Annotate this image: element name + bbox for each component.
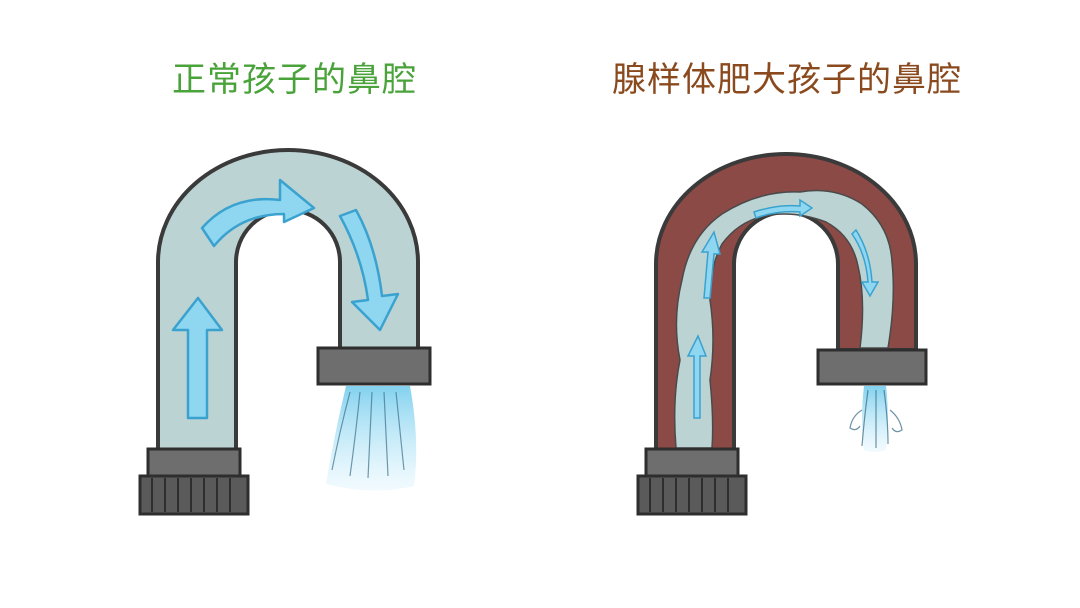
normal-up-arrow xyxy=(171,296,224,420)
adenoid-arrow-right xyxy=(851,228,880,298)
adenoid-arrow-top xyxy=(753,198,814,219)
normal-spray-lines xyxy=(331,391,405,479)
adenoid-arrow-upper xyxy=(700,230,721,299)
normal-nasal-cavity-title: 正常孩子的鼻腔 xyxy=(172,60,417,100)
normal-curve-arrow xyxy=(200,178,316,248)
adenoid-outlet-cap xyxy=(816,348,928,386)
adenoid-arrow-lower xyxy=(686,334,708,419)
normal-outlet-cap xyxy=(316,346,432,386)
normal-water-spray xyxy=(326,386,417,491)
normal-bottom-cap xyxy=(138,474,250,516)
adenoid-pipe-group xyxy=(636,152,928,516)
normal-bottom-collar xyxy=(146,447,242,479)
adenoid-bottom-collar xyxy=(644,447,740,479)
adenoid-bottom-cap xyxy=(636,474,748,516)
adenoid-trickle-lines xyxy=(849,389,903,448)
adenoid-nasal-cavity-title: 腺样体肥大孩子的鼻腔 xyxy=(612,60,962,100)
normal-down-arrow xyxy=(338,208,400,332)
adenoid-water-trickle xyxy=(862,386,888,452)
normal-pipe-group xyxy=(138,148,432,516)
